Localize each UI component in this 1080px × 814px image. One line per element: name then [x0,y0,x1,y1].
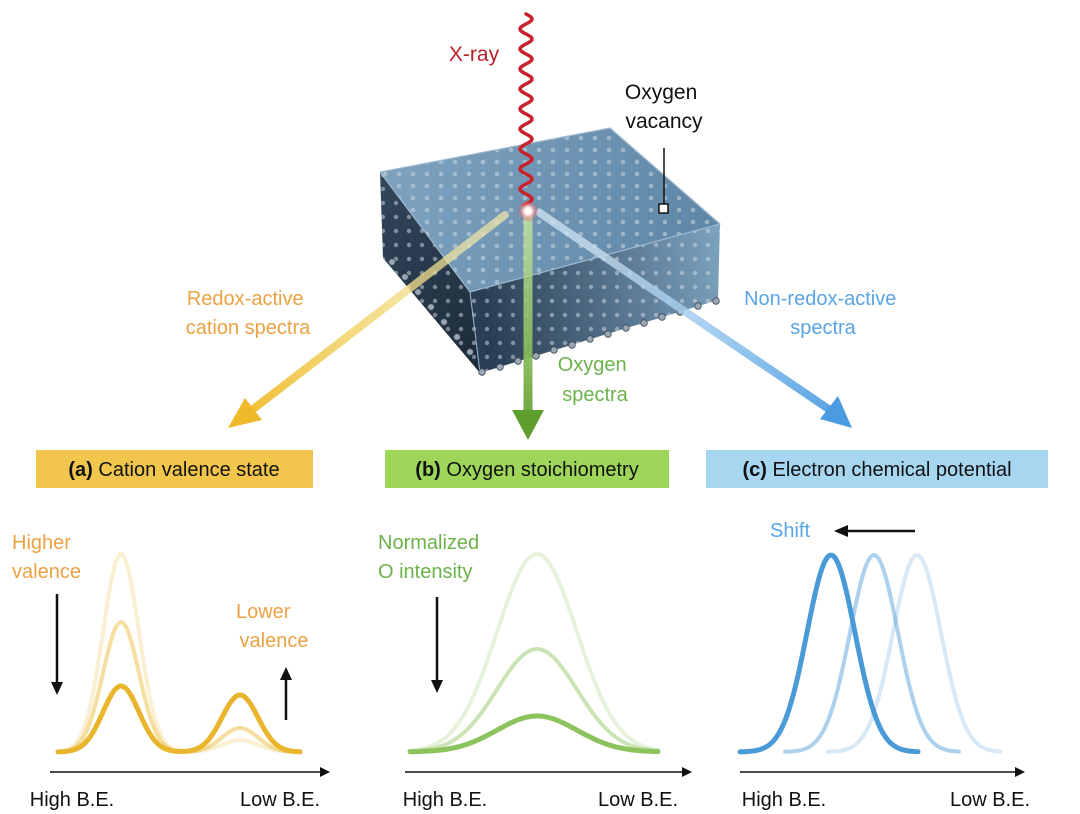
svg-text:(b) Oxygen stoichiometry: (b) Oxygen stoichiometry [415,459,638,481]
axis-arrowheads [320,767,1025,777]
electron-curve-strong [737,552,921,755]
svg-text:(c) Electron chemical potentia: (c) Electron chemical potential [742,459,1011,481]
nonredox-label-line2: spectra [790,317,856,339]
panel-b-header: (b) Oxygen stoichiometry [385,450,669,488]
vacancy-label-line1: Oxygen [625,81,697,104]
panel-a-annotations: Higher valence Lower valence [12,532,308,720]
oxygen-label-line1: Oxygen [558,354,627,376]
cation-curve-strong [55,683,303,755]
oxygen-vacancy-callout: Oxygen vacancy [625,81,703,214]
panel-b-letter: (b) [415,459,441,481]
svg-text:Non-redox-active spectra: Non-redox-active spectra [744,288,902,339]
panel-c-spectra [737,552,1002,755]
axis-b-left: High B.E. [403,789,487,811]
oxygen-curve-faint [408,552,660,753]
vacancy-marker [658,203,669,214]
svg-text:Oxygen spectra: Oxygen spectra [558,354,633,406]
svg-text:Normalized O intensity: Normalized O intensity [378,532,485,583]
higher-valence-line2: valence [12,561,81,583]
axis-c-left: High B.E. [742,789,826,811]
axis-c-right: Low B.E. [950,789,1030,811]
electron-curve-faint [826,553,1002,754]
panel-a-header: (a) Cation valence state [36,450,313,488]
shift-arrow [834,525,915,537]
vacancy-label-line2: vacancy [625,110,703,133]
panel-b-annotations: Normalized O intensity [378,532,485,693]
oxygen-curve-medium [408,647,660,754]
axis-a-right: Low B.E. [240,789,320,811]
redox-label-line2: cation spectra [186,317,311,339]
svg-text:Oxygen vacancy: Oxygen vacancy [625,81,703,133]
down-arrow-a [51,594,63,695]
bottom-atom-row [388,258,720,376]
panel-c-letter: (c) [742,459,766,481]
panel-a-spectra [55,552,303,755]
axis-a-left: High B.E. [30,789,114,811]
xray-label: X-ray [449,43,500,66]
panel-a-letter: (a) [68,459,92,481]
panel-c-title: Electron chemical potential [773,459,1012,481]
panel-b-title: Oxygen stoichiometry [446,459,638,481]
crystal-slab [379,127,722,376]
panel-a-title: Cation valence state [98,459,279,481]
axis-b-right: Low B.E. [598,789,678,811]
panel-c-annotations: Shift [770,520,915,542]
lower-valence-line1: Lower [236,601,291,623]
svg-text:Lower valence: Lower valence [236,601,308,652]
nonredox-label-line1: Non-redox-active [744,288,896,310]
panel-b-spectra [407,552,661,755]
normalized-line1: Normalized [378,532,479,554]
shift-label: Shift [770,520,810,542]
up-arrow-a [280,667,292,720]
panel-c-header: (c) Electron chemical potential [706,450,1048,488]
emission-arrows [228,209,852,440]
down-arrow-b [431,597,443,693]
nonredox-arrow [536,209,852,428]
oxygen-arrow [512,213,544,440]
higher-valence-line1: Higher [12,532,71,554]
redox-arrow [228,211,509,428]
normalized-line2: O intensity [378,561,472,583]
svg-text:Higher valence: Higher valence [12,532,81,583]
oxygen-curve-strong [407,713,661,755]
svg-text:(a) Cation valence state: (a) Cation valence state [68,459,279,481]
xray-beam [517,12,539,222]
redox-label-line1: Redox-active [187,288,304,310]
cation-curve-faint [56,552,302,754]
electron-curve-medium [783,553,961,754]
svg-text:Redox-active cation spectr: Redox-active cation spectra [186,288,311,339]
lower-valence-line2: valence [240,630,309,652]
oxygen-label-line2: spectra [562,384,628,406]
